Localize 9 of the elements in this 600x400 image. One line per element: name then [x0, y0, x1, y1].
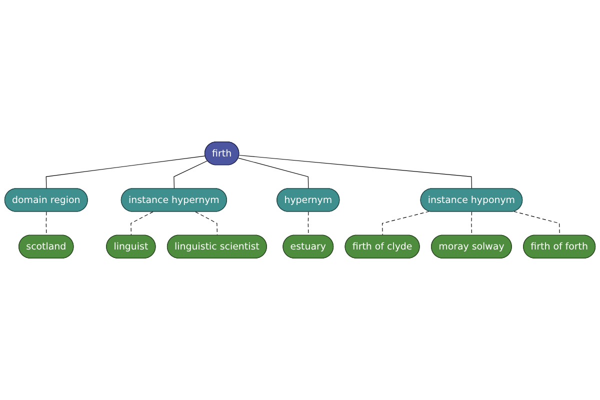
- connector: [308, 212, 309, 236]
- connector: [46, 156, 206, 190]
- connector: [130, 212, 154, 236]
- connector: [471, 212, 472, 236]
- connector: [238, 158, 309, 190]
- connector: [174, 160, 208, 190]
- connector: [238, 154, 472, 190]
- connector: [46, 212, 47, 236]
- connector: [195, 212, 218, 236]
